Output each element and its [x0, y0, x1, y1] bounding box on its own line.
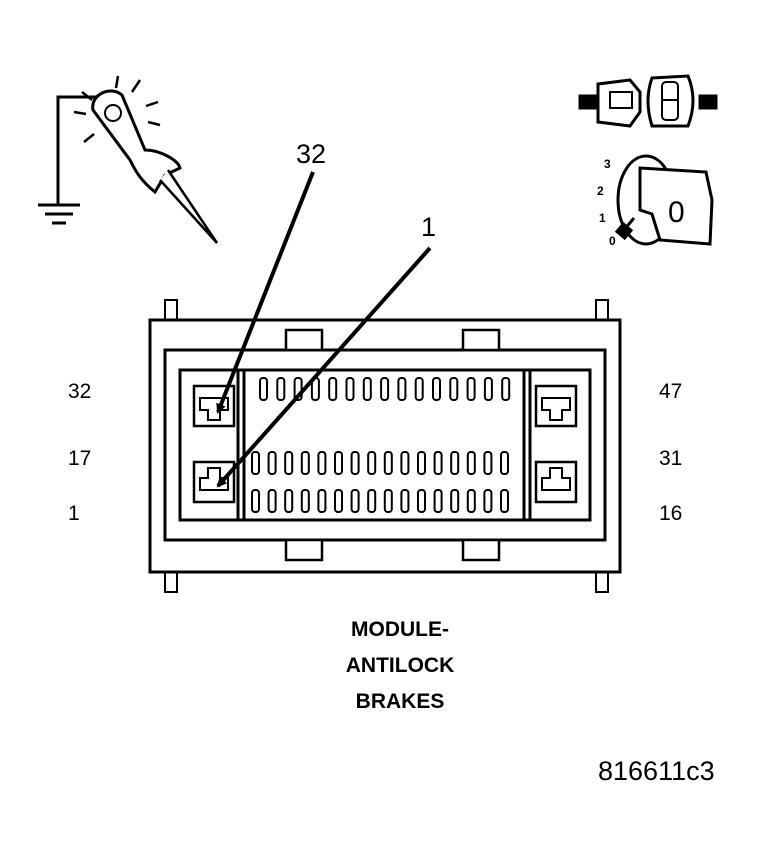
pin-cavity	[328, 377, 338, 401]
pin-cavity	[300, 451, 310, 475]
pin-cavity	[432, 377, 441, 401]
pin-cavity	[449, 377, 459, 401]
pin-cavity	[450, 451, 460, 475]
figure-id: 816611c3	[598, 756, 715, 786]
pin-cavity	[284, 451, 294, 475]
pin-cavity	[414, 377, 424, 401]
ignition-key-icon	[614, 154, 714, 246]
pin-cavity	[317, 489, 327, 513]
ignition-position-2: 2	[597, 184, 604, 198]
ignition-position-1: 1	[599, 211, 606, 225]
disconnected-connector-icon	[578, 74, 718, 128]
pin-label-right-middle: 31	[659, 447, 683, 470]
pin-cavity	[483, 377, 493, 401]
pin-cavity	[380, 377, 390, 401]
ignition-position-0: 0	[609, 234, 616, 248]
module-title-line-2: ANTILOCK	[345, 654, 455, 677]
pin-cavity	[317, 451, 327, 475]
pin-cavity	[483, 489, 493, 513]
pin-cavity	[501, 377, 511, 401]
pin-label-left-middle: 17	[68, 447, 92, 470]
ignition-position-3: 3	[604, 157, 611, 171]
pin-cavity	[276, 377, 286, 401]
callout-arrows	[216, 171, 432, 488]
pin-cavity	[400, 489, 410, 513]
pin-cavity	[397, 377, 407, 401]
pin-cavity	[383, 451, 393, 475]
pin-cavity-rows	[251, 377, 511, 513]
pin-cavity	[334, 451, 343, 475]
pin-cavity	[383, 489, 393, 513]
callout-pin-1: 1	[421, 212, 437, 242]
pin-cavity	[483, 451, 493, 475]
pin-cavity	[466, 377, 476, 401]
pin-cavity	[300, 489, 310, 513]
pin-cavity	[417, 489, 426, 513]
pin-label-right-top: 47	[659, 380, 683, 403]
pin-cavity	[251, 451, 260, 475]
pin-cavity	[284, 489, 294, 513]
pin-label-right-bottom: 16	[659, 502, 683, 525]
pin-cavity	[362, 377, 372, 401]
large-terminal-cavities	[199, 397, 571, 491]
pin-label-left-top: 32	[68, 380, 92, 403]
module-title-line-3: BRAKES	[355, 690, 445, 713]
pin-cavity	[466, 489, 476, 513]
pin-cavity	[267, 489, 277, 513]
pin-cavity	[500, 451, 509, 475]
module-title-line-1: MODULE-	[351, 618, 449, 641]
pin-label-left-bottom: 1	[68, 502, 80, 525]
key-label: 0	[668, 196, 685, 229]
pin-cavity	[267, 451, 277, 475]
pin-cavity	[350, 489, 360, 513]
callout-pin-32: 32	[296, 139, 327, 169]
pin-cavity	[251, 489, 260, 513]
pin-cavity	[400, 451, 410, 475]
pin-cavity	[450, 489, 460, 513]
pin-cavity	[433, 489, 443, 513]
pin-cavity	[334, 489, 343, 513]
pin-cavity	[417, 451, 426, 475]
pin-cavity	[500, 489, 509, 513]
arrow-pin-1	[216, 246, 432, 488]
pin-cavity	[466, 451, 476, 475]
connector-housing	[148, 299, 622, 593]
pin-cavity	[345, 377, 355, 401]
pin-cavity	[259, 377, 268, 401]
pin-cavity	[367, 489, 377, 513]
test-light-icon	[38, 75, 219, 244]
pin-cavity	[367, 451, 377, 475]
pin-cavity	[350, 451, 360, 475]
pin-cavity	[433, 451, 443, 475]
arrow-pin-32	[216, 171, 315, 414]
